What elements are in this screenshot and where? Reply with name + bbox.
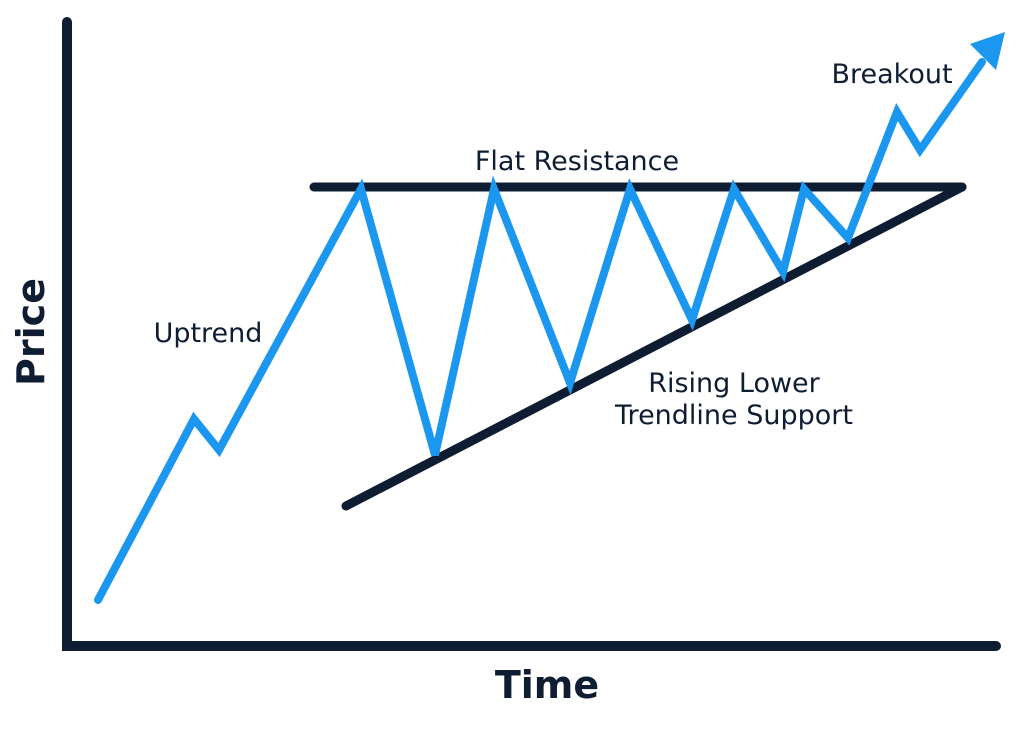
x-axis-title: Time xyxy=(495,663,599,707)
rising-support-label-line1: Rising Lower xyxy=(648,368,820,399)
price-line xyxy=(94,58,986,604)
y-axis-title: Price xyxy=(9,278,53,386)
axes xyxy=(62,17,1001,651)
uptrend-label: Uptrend xyxy=(154,318,263,349)
rising-support-line xyxy=(341,182,967,511)
rising-support-label-line2: Trendline Support xyxy=(614,400,853,431)
breakout-arrowhead xyxy=(970,32,1005,70)
breakout-label: Breakout xyxy=(831,59,952,90)
flat-resistance-label: Flat Resistance xyxy=(475,146,679,177)
